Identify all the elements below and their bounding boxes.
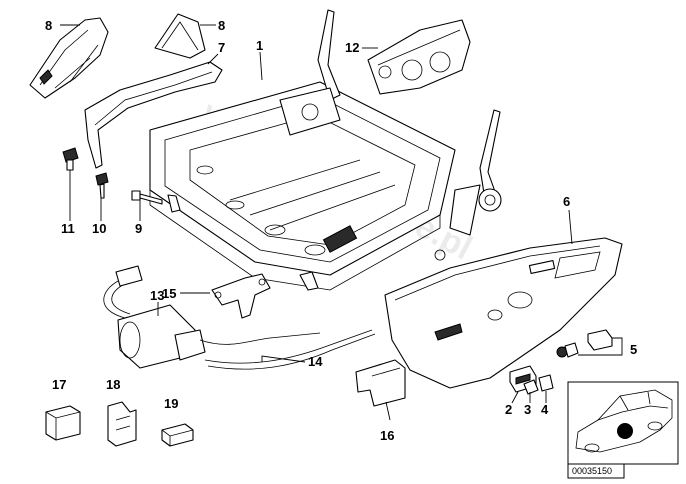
- bolt-part-9[interactable]: [131, 190, 163, 205]
- recliner-motor-part-12[interactable]: [367, 19, 471, 95]
- seat-frame[interactable]: [149, 9, 502, 291]
- leader-lines: [60, 24, 623, 421]
- bolt-part-11[interactable]: [62, 147, 79, 171]
- callout-12[interactable]: 12: [345, 40, 359, 55]
- callout-labels: 1 2 3 4 5 6 7 8 8 9 10 11 12 13 14 15 16…: [45, 18, 637, 443]
- button-part-4[interactable]: [538, 374, 554, 392]
- callout-13[interactable]: 13: [150, 288, 164, 303]
- reference-number: 00035150: [572, 466, 612, 476]
- button-part-3[interactable]: [523, 379, 539, 395]
- callout-14[interactable]: 14: [308, 354, 323, 369]
- callout-17[interactable]: 17: [52, 377, 66, 392]
- cable-part-14[interactable]: [204, 329, 376, 370]
- location-marker-icon: [617, 423, 633, 439]
- switch-part-5[interactable]: [556, 329, 613, 358]
- screw-part-10[interactable]: [95, 172, 109, 199]
- callout-18[interactable]: 18: [106, 377, 120, 392]
- callout-5[interactable]: 5: [630, 342, 637, 357]
- callout-11[interactable]: 11: [61, 221, 75, 236]
- car-inset: 00035150: [567, 381, 679, 479]
- callout-15[interactable]: 15: [162, 286, 176, 301]
- cap-part-19[interactable]: [161, 423, 194, 447]
- cover-part-8-triangle[interactable]: [154, 13, 206, 59]
- motor-part-13[interactable]: [103, 265, 321, 369]
- trim-strip-part-7[interactable]: [84, 61, 223, 169]
- callout-3[interactable]: 3: [524, 402, 531, 417]
- bracket-part-15[interactable]: [211, 273, 271, 319]
- callout-4[interactable]: 4: [541, 402, 549, 417]
- side-panel-part-6[interactable]: [384, 237, 623, 389]
- callout-16[interactable]: 16: [380, 428, 394, 443]
- callout-2[interactable]: 2: [505, 402, 512, 417]
- callout-8-right[interactable]: 8: [218, 18, 225, 33]
- callout-8-left[interactable]: 8: [45, 18, 52, 33]
- callout-9[interactable]: 9: [135, 221, 142, 236]
- callout-6[interactable]: 6: [563, 194, 570, 209]
- clip-part-16[interactable]: [355, 359, 406, 407]
- callout-1[interactable]: 1: [256, 38, 263, 53]
- holder-part-18[interactable]: [107, 401, 137, 447]
- cover-part-8-left[interactable]: [29, 17, 109, 99]
- callout-19[interactable]: 19: [164, 396, 178, 411]
- cap-part-17[interactable]: [45, 405, 81, 441]
- callout-7[interactable]: 7: [218, 40, 225, 55]
- callout-10[interactable]: 10: [92, 221, 106, 236]
